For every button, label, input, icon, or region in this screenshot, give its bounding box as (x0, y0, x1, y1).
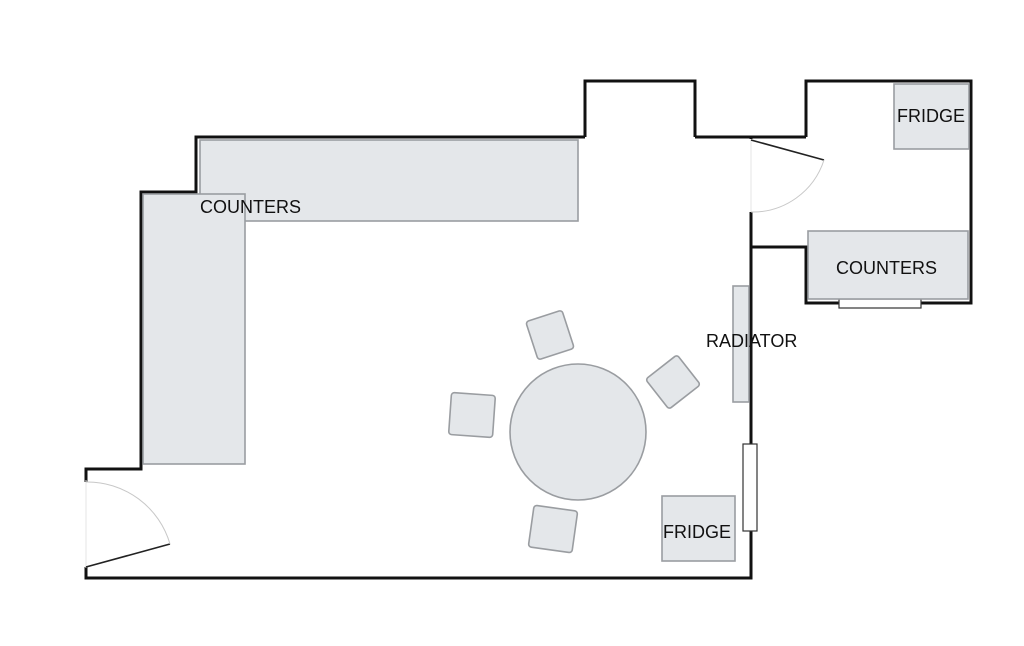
chair-bottom (527, 504, 579, 554)
counter-top-run (199, 139, 579, 222)
chair-left (447, 391, 497, 439)
entrance-door-swing-arc (85, 481, 171, 545)
chair-right (645, 355, 701, 409)
radiator (732, 285, 750, 403)
fridge-annex-label: FRIDGE (897, 106, 965, 126)
annex-door-swing-arc (750, 159, 825, 213)
radiator-label: RADIATOR (706, 331, 797, 351)
dining-table (509, 363, 647, 501)
main-room-walls (84, 135, 753, 580)
entrance-door-leaf[interactable] (85, 543, 171, 568)
window-annex-bottom (838, 298, 922, 309)
chair-top (525, 310, 575, 360)
fridge-main-label: FRIDGE (663, 522, 731, 542)
fridge-annex (893, 83, 970, 150)
window-right-wall (742, 443, 758, 532)
wall-alcove (583, 79, 697, 137)
counter-left-run (142, 193, 246, 465)
counters-annex-label: COUNTERS (836, 258, 937, 278)
fridge-main (661, 495, 736, 562)
annex-room-walls (751, 79, 973, 305)
annex-door-leaf[interactable] (750, 139, 825, 161)
counter-annex (807, 230, 969, 300)
counters-main-label: COUNTERS (200, 197, 301, 217)
